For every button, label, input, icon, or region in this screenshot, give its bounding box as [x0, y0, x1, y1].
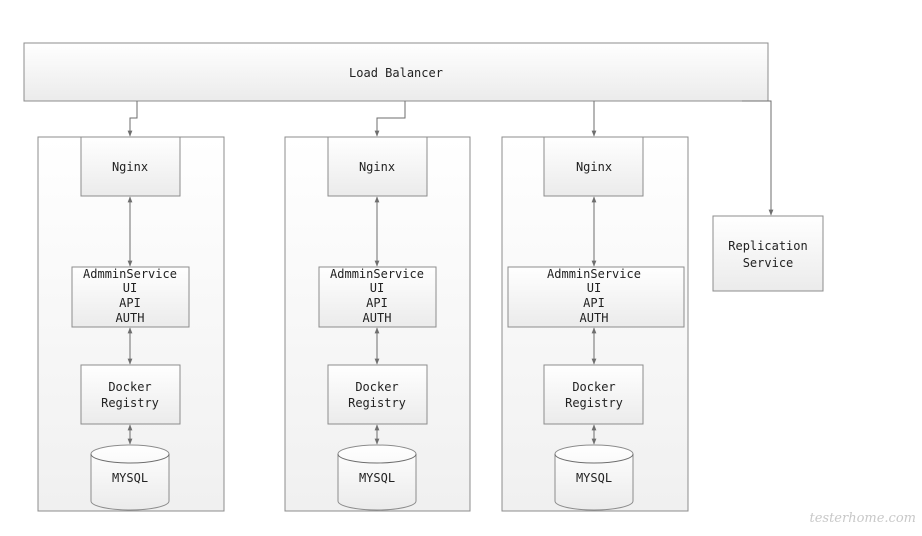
docker-registry-line2: Registry — [101, 396, 159, 410]
lb-to-nginx-2-connector — [374, 101, 406, 137]
docker-registry-line2: Registry — [348, 396, 406, 410]
mysql-label: MYSQL — [112, 471, 148, 485]
docker-registry-box — [543, 364, 644, 425]
docker-registry-line1: Docker — [572, 380, 615, 394]
admin-ui-label: UI — [587, 281, 601, 295]
admin-service-label: AdmminService — [547, 267, 641, 281]
replication-service: Replication Service — [712, 215, 824, 292]
watermark-text: testerhome.com — [809, 511, 916, 526]
admin-service-label: AdmminService — [330, 267, 424, 281]
docker-registry-line1: Docker — [108, 380, 151, 394]
mysql-database-icon — [554, 444, 634, 511]
admin-api-label: API — [119, 296, 141, 310]
server-node-2: Nginx AdmminService UI API AUTH Docker R… — [318, 136, 437, 511]
docker-registry-box — [80, 364, 181, 425]
nginx-box — [543, 136, 644, 197]
mysql-label: MYSQL — [576, 471, 612, 485]
admin-api-label: API — [366, 296, 388, 310]
nginx-box — [327, 136, 428, 197]
nginx-label: Nginx — [359, 160, 395, 174]
replication-service-box — [712, 215, 824, 292]
admin-service-label: AdmminService — [83, 267, 177, 281]
admin-auth-label: AUTH — [116, 311, 145, 325]
docker-registry-line1: Docker — [355, 380, 398, 394]
admin-service-box — [71, 266, 190, 328]
admin-service-box — [507, 266, 685, 328]
lb-to-replication-connector — [742, 100, 774, 216]
admin-ui-label: UI — [123, 281, 137, 295]
nginx-label: Nginx — [576, 160, 612, 174]
admin-auth-label: AUTH — [363, 311, 392, 325]
server-node-1: Nginx AdmminService UI API AUTH Docker R… — [71, 136, 190, 511]
lb-to-nginx-1-connector — [127, 101, 138, 137]
docker-registry-line2: Registry — [565, 396, 623, 410]
admin-api-label: API — [583, 296, 605, 310]
docker-registry-box — [327, 364, 428, 425]
replication-service-line1: Replication — [728, 239, 807, 253]
server-node-3: Nginx AdmminService UI API AUTH Docker R… — [507, 136, 685, 511]
admin-auth-label: AUTH — [580, 311, 609, 325]
admin-ui-label: UI — [370, 281, 384, 295]
nginx-label: Nginx — [112, 160, 148, 174]
mysql-database-icon — [90, 444, 170, 511]
load-balancer: Load Balancer — [23, 42, 769, 102]
load-balancer-label: Load Balancer — [349, 66, 443, 80]
replication-service-line2: Service — [743, 256, 794, 270]
mysql-label: MYSQL — [359, 471, 395, 485]
admin-service-box — [318, 266, 437, 328]
nginx-box — [80, 136, 181, 197]
mysql-database-icon — [337, 444, 417, 511]
